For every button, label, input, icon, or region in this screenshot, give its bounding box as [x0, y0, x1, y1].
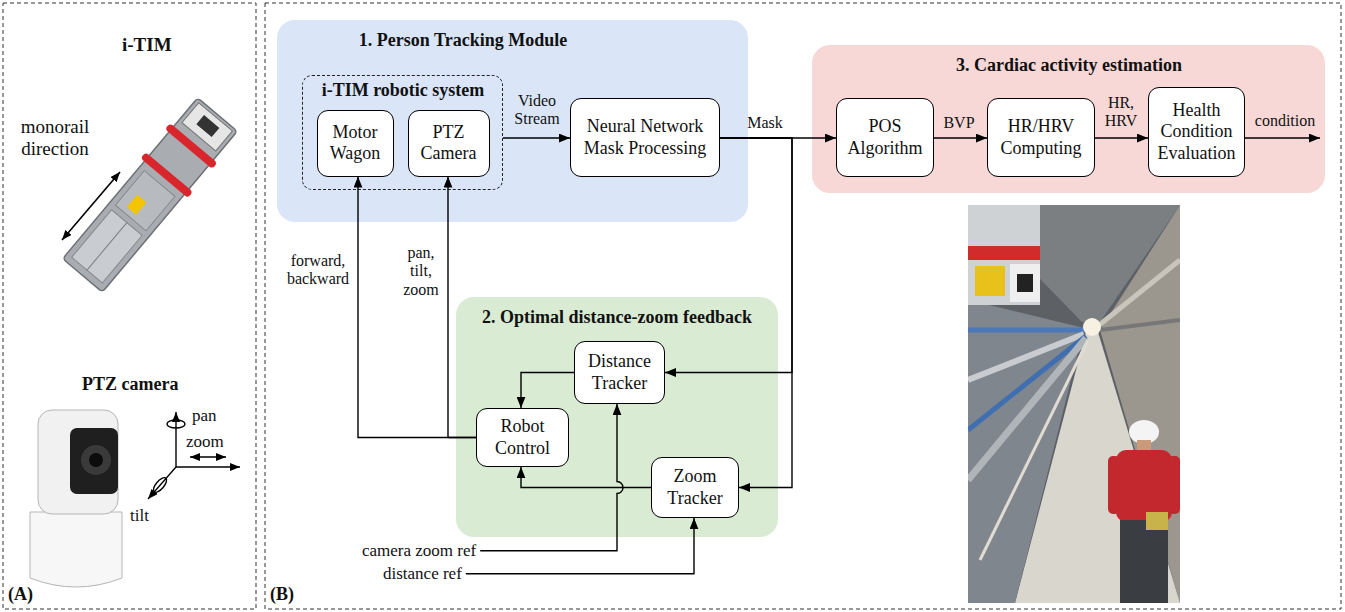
- text-label: monorail direction: [4, 116, 106, 160]
- box-text: PTZ Camera: [412, 122, 486, 164]
- edge-label: Mask: [740, 114, 790, 132]
- process-box: Motor Wagon: [317, 110, 394, 177]
- module-region: 2. Optimal distance-zoom feedbackDistanc…: [456, 297, 778, 537]
- reference-line: [466, 518, 694, 574]
- region-fill: [812, 45, 1325, 193]
- box-text: HR/HRV Computing: [991, 116, 1091, 158]
- edge-label: pan, tilt, zoom: [400, 244, 442, 299]
- process-box: Zoom Tracker: [651, 457, 739, 518]
- connector: [1095, 137, 1148, 138]
- connector: [503, 137, 570, 138]
- monorail-arrow: [62, 172, 120, 240]
- box-text: Neural Network Mask Processing: [574, 116, 716, 158]
- system-group: i-TIM robotic systemMotor Wagon PTZ Camer…: [302, 75, 503, 190]
- box-text: POS Algorithm: [840, 116, 930, 158]
- text-label: (A): [8, 584, 33, 605]
- text-label: (B): [270, 584, 294, 605]
- process-box: POS Algorithm: [836, 98, 934, 177]
- process-box: Health Condition Evaluation: [1148, 87, 1245, 177]
- edge-label: forward, backward: [282, 252, 354, 289]
- connector: [934, 137, 987, 138]
- process-box: Robot Control: [476, 408, 569, 467]
- box-text: Health Condition Evaluation: [1152, 100, 1241, 164]
- text-label: i-TIM: [122, 34, 172, 56]
- process-box: HR/HRV Computing: [987, 98, 1095, 177]
- module-region: 1. Person Tracking Module i-TIM robotic s…: [277, 20, 748, 222]
- process-box: Distance Tracker: [574, 341, 665, 404]
- group-heading: 1. Person Tracking Module: [359, 30, 567, 52]
- connector: [448, 177, 476, 438]
- region-fill: [277, 20, 748, 222]
- edge-label: HR, HRV: [1098, 94, 1144, 131]
- axes-symbol: [148, 412, 240, 499]
- connector: [358, 177, 476, 438]
- group-heading: 2. Optimal distance-zoom feedback: [482, 307, 752, 329]
- panel-border: [265, 3, 1341, 609]
- text-label: tilt: [130, 506, 149, 526]
- tunnel-photo: [968, 205, 1180, 603]
- edge-label: BVP: [934, 114, 984, 132]
- connector: [521, 467, 651, 488]
- box-text: Zoom Tracker: [655, 466, 735, 508]
- text-label: PTZ camera: [82, 374, 178, 395]
- connector: [521, 373, 574, 409]
- text-label: condition: [1250, 112, 1320, 130]
- panel-border: [3, 3, 256, 609]
- output-arrow: [1245, 137, 1320, 138]
- text-label: pan: [192, 406, 217, 426]
- box-text: Distance Tracker: [578, 351, 661, 393]
- text-label: distance ref: [383, 564, 462, 584]
- process-box: Neural Network Mask Processing: [570, 98, 720, 177]
- text-label: zoom: [186, 432, 224, 452]
- module-region: 3. Cardiac activity estimationPOS Algori…: [812, 45, 1325, 193]
- edge-label: Video Stream: [506, 92, 568, 129]
- process-box: PTZ Camera: [408, 110, 490, 177]
- camera-illustration: [30, 410, 122, 587]
- text-label: camera zoom ref: [362, 541, 476, 561]
- box-text: Robot Control: [480, 416, 565, 458]
- box-text: Motor Wagon: [321, 122, 390, 164]
- group-heading: i-TIM robotic system: [322, 80, 485, 102]
- group-heading: 3. Cardiac activity estimation: [956, 55, 1182, 77]
